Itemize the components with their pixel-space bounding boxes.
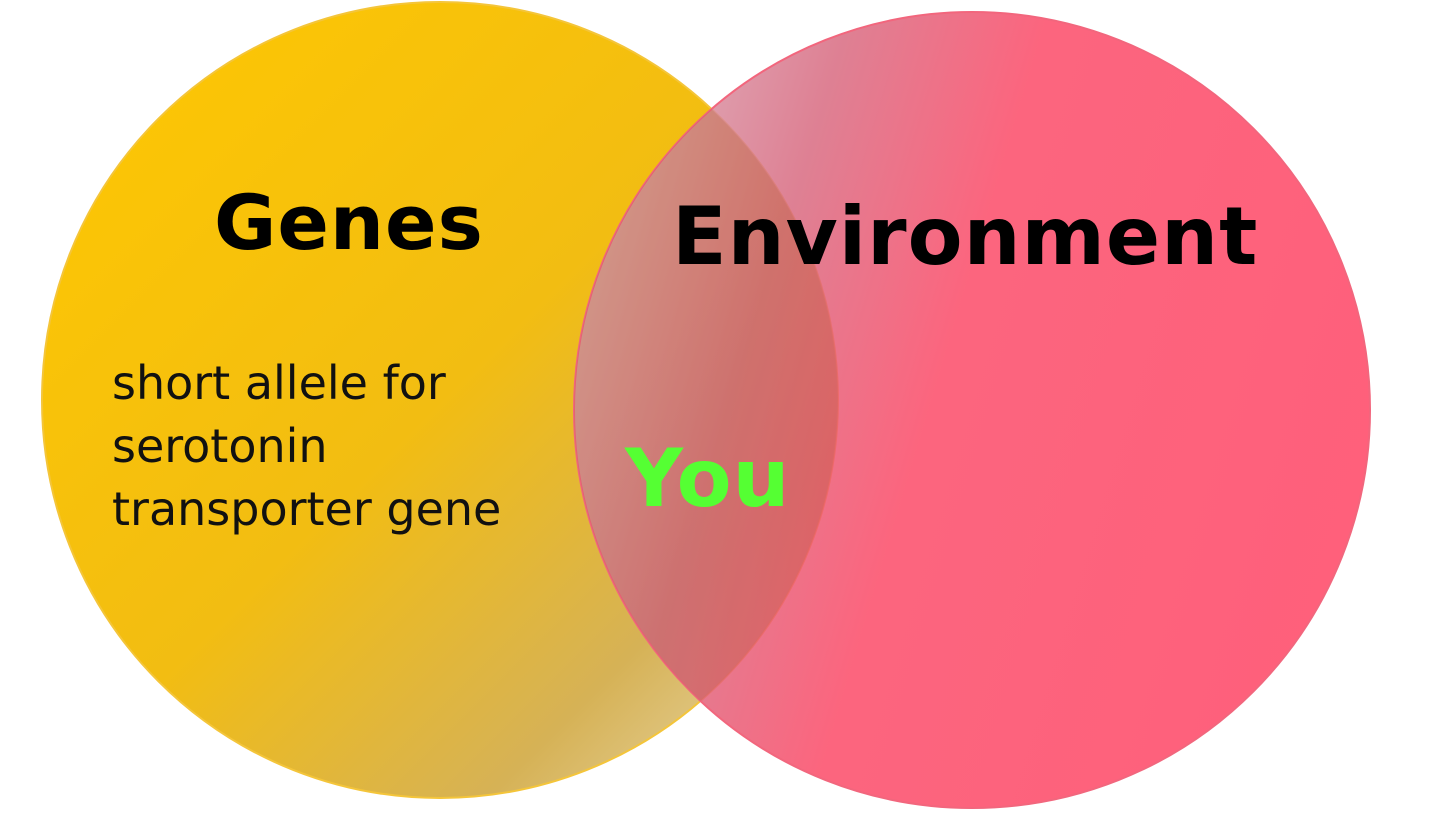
intersection-label: You [625, 432, 791, 525]
genes-detail-line: serotonin [112, 419, 328, 473]
genes-title: Genes [214, 178, 484, 267]
intersection-region [574, 12, 838, 798]
environment-circle [573, 11, 1371, 809]
genes-detail-text: short allele for serotonin transporter g… [112, 352, 501, 541]
environment-title: Environment [672, 190, 1259, 283]
genes-detail-line: transporter gene [112, 482, 502, 536]
genes-detail-line: short allele for [112, 356, 446, 410]
